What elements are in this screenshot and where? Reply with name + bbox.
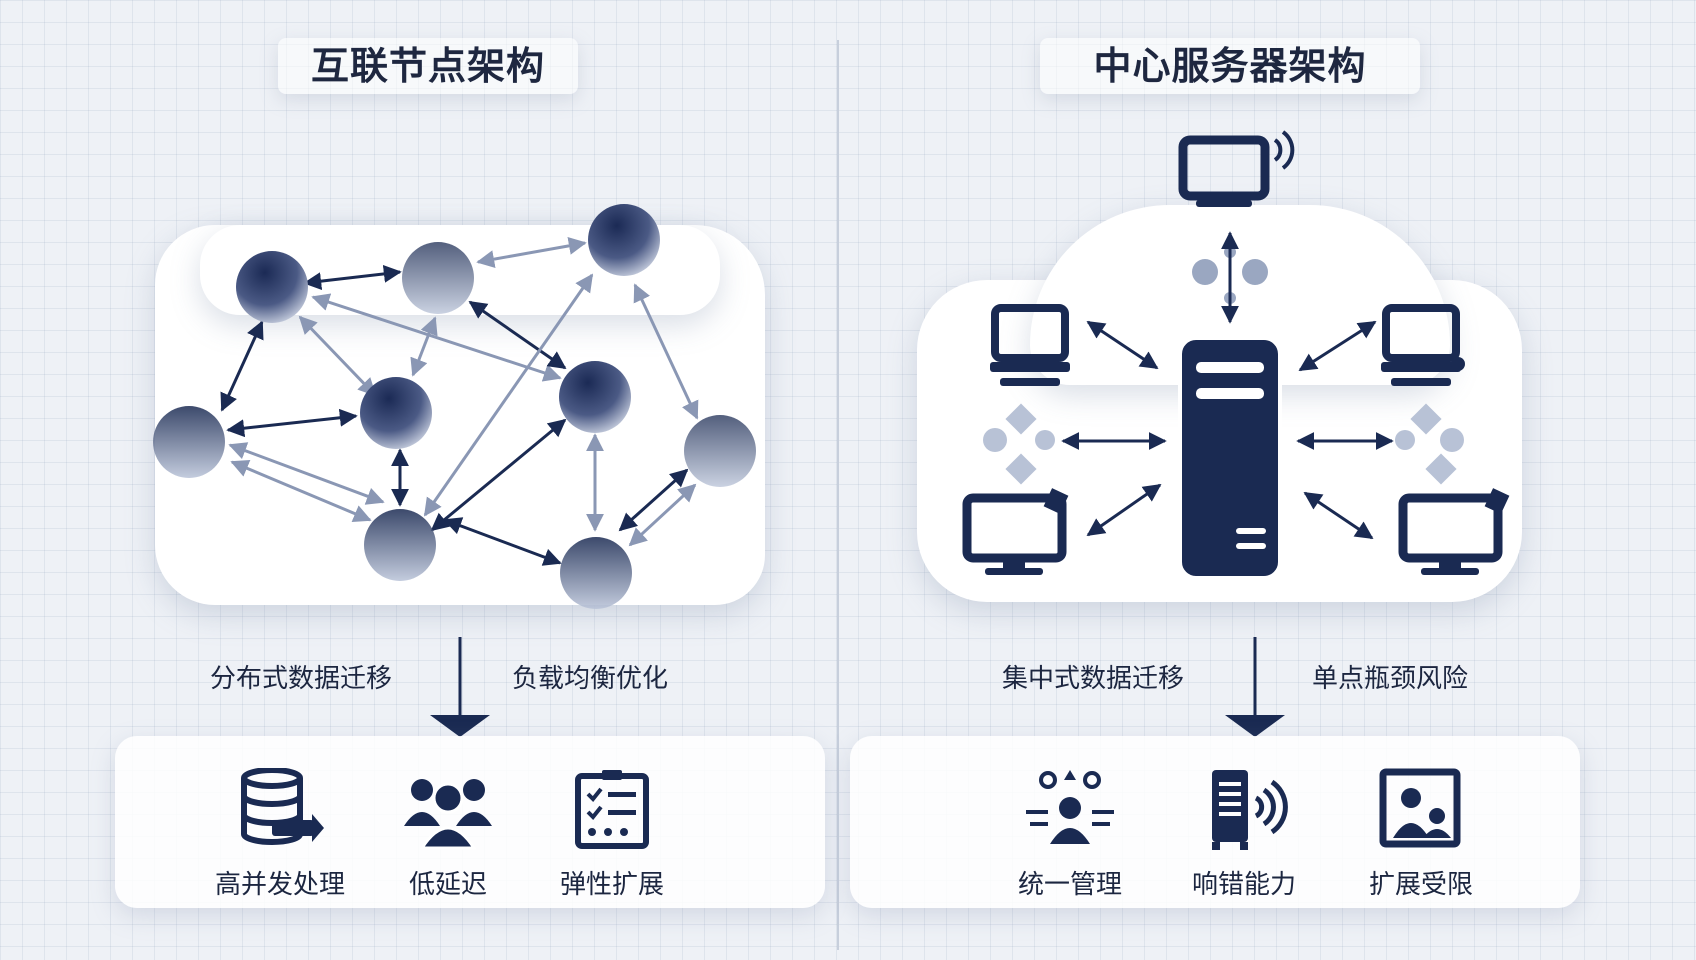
mesh-connections — [220, 236, 699, 566]
desktop-computer-icon — [990, 304, 1070, 386]
right-label-bottleneck: 单点瓶颈风险 — [1312, 664, 1469, 694]
sync-shapes — [1395, 403, 1464, 485]
mesh-nodes — [153, 204, 756, 609]
feature-label: 弹性扩展 — [559, 870, 664, 900]
right-down-arrow — [1225, 637, 1285, 737]
checklist-board-icon — [575, 770, 649, 849]
user-frame-icon — [1379, 768, 1461, 848]
user-group-icon — [404, 779, 492, 850]
mesh-node — [560, 537, 632, 609]
mesh-node — [236, 251, 308, 323]
mesh-node — [402, 242, 474, 314]
right-title: 中心服务器架构 — [1040, 38, 1420, 94]
mesh-node — [360, 377, 432, 449]
monitor-icon — [962, 488, 1069, 575]
admin-user-icon — [1026, 770, 1114, 844]
monitor-icon — [1398, 488, 1510, 575]
server-links — [1061, 320, 1394, 540]
server-signal-icon — [1212, 770, 1288, 850]
feature-label: 低延迟 — [408, 870, 487, 900]
feature-label: 响错能力 — [1191, 870, 1296, 900]
center-divider — [837, 40, 839, 950]
left-label-distributed: 分布式数据迁移 — [210, 664, 393, 694]
left-title: 互联节点架构 — [278, 38, 578, 94]
feature-label: 扩展受限 — [1368, 870, 1473, 900]
database-arrow-icon — [241, 768, 324, 845]
central-server-icon — [1178, 336, 1282, 580]
feature-limited-scaling: 扩展受限 — [1336, 768, 1506, 901]
right-label-centralized: 集中式数据迁移 — [1002, 664, 1185, 694]
left-label-load-balance: 负载均衡优化 — [512, 664, 669, 694]
feature-label: 统一管理 — [1017, 870, 1122, 900]
mesh-node — [153, 406, 225, 478]
feature-unified-management: 统一管理 — [985, 768, 1155, 901]
left-down-arrow — [430, 637, 490, 737]
mesh-node — [588, 204, 660, 276]
feature-elastic-scaling: 弹性扩展 — [527, 768, 697, 901]
mesh-node — [684, 415, 756, 487]
feature-fault-tolerance: 响错能力 — [1159, 768, 1329, 901]
feature-low-latency: 低延迟 — [363, 768, 533, 901]
mesh-node — [364, 509, 436, 581]
mesh-node — [559, 361, 631, 433]
sync-shapes — [983, 403, 1055, 485]
top-monitor-icon — [1178, 130, 1295, 207]
feature-high-concurrency: 高并发处理 — [195, 768, 365, 901]
feature-label: 高并发处理 — [214, 870, 345, 900]
desktop-computer-icon — [1381, 304, 1465, 386]
